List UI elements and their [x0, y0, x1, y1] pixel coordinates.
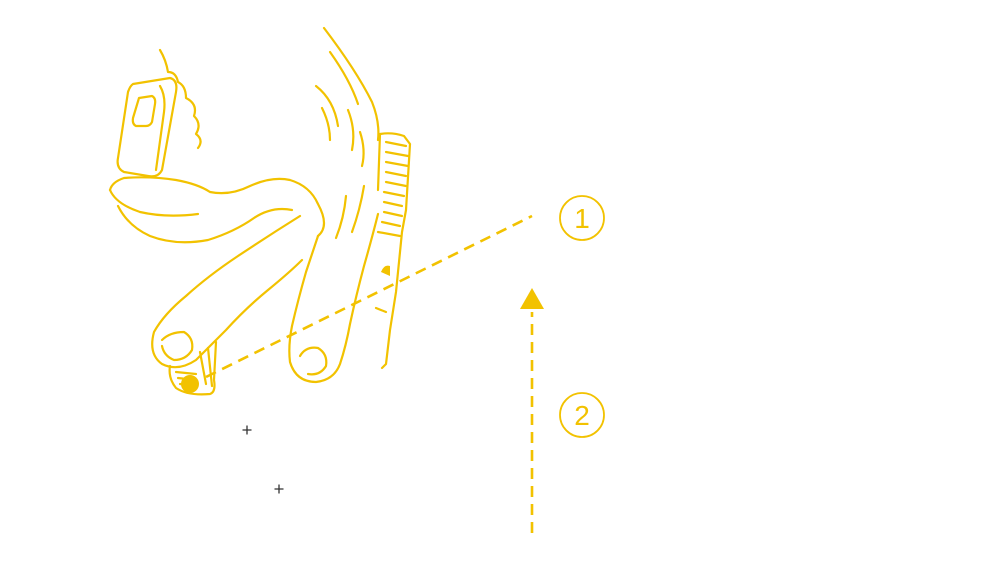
ring-scanner-icon [116, 76, 178, 178]
pen-clip-detail [381, 265, 390, 276]
sparkle-icon [242, 425, 252, 435]
dashed-pointer-line [205, 214, 533, 379]
sparkle-icon [274, 484, 284, 494]
step-badge-1-circle [559, 195, 605, 241]
step-badge-1: 1 [559, 195, 605, 241]
step-1-pointer [181, 214, 533, 393]
step-badge-2-circle [559, 392, 605, 438]
step-2-arrow [520, 288, 544, 533]
step-badge-2: 2 [559, 392, 605, 438]
pen-icon [374, 132, 412, 370]
step-number-2: 2 [574, 400, 590, 431]
pointer-dot [181, 375, 199, 393]
up-arrow-head-icon [520, 288, 544, 309]
hand-illustration-icon [108, 26, 412, 396]
step-number-1: 1 [574, 203, 590, 234]
